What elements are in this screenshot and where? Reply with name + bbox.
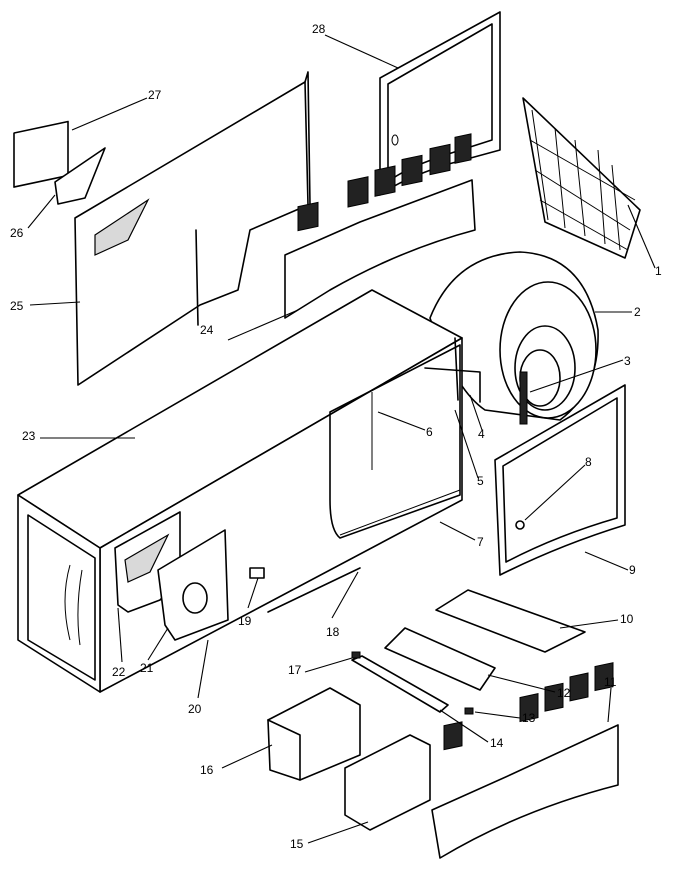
part-18-rail (267, 567, 361, 613)
label-5: 5 (477, 474, 484, 488)
label-15: 15 (290, 837, 304, 851)
part-1-filter-grid (522, 97, 641, 259)
label-21: 21 (140, 661, 154, 675)
label-9: 9 (629, 563, 636, 577)
part-10-tray (435, 589, 586, 653)
label-24: 24 (200, 323, 214, 337)
label-11: 11 (604, 675, 617, 689)
part-21-control-box (157, 529, 229, 641)
part-9-door (494, 384, 626, 576)
label-13: 13 (522, 711, 536, 725)
part-17-clip (351, 651, 361, 659)
label-18: 18 (326, 625, 340, 639)
label-26: 26 (10, 226, 24, 240)
label-22: 22 (112, 665, 126, 679)
part-15-box (344, 734, 431, 831)
part-8-knob (515, 520, 525, 530)
label-6: 6 (426, 425, 433, 439)
label-7: 7 (477, 535, 484, 549)
part-25-side-panel (74, 71, 311, 386)
label-10: 10 (620, 612, 634, 626)
label-1: 1 (655, 264, 662, 278)
leader-lines (27, 34, 656, 844)
label-8: 8 (585, 455, 592, 469)
part-11-grille-panel (431, 662, 619, 859)
part-27-strip (13, 120, 69, 188)
part-4-5-supports (424, 337, 481, 403)
label-14: 14 (490, 736, 504, 750)
label-19: 19 (238, 614, 252, 628)
label-28: 28 (312, 22, 326, 36)
part-26-window (54, 147, 106, 205)
part-12-channel (384, 627, 496, 691)
label-25: 25 (10, 299, 24, 313)
part-labels: 28 27 26 25 24 23 1 2 3 4 5 6 7 8 9 10 1… (10, 22, 662, 851)
label-4: 4 (478, 427, 485, 441)
label-3: 3 (624, 354, 631, 368)
part-16-enclosure (267, 687, 361, 781)
label-27: 27 (148, 88, 162, 102)
part-3-bracket (519, 371, 528, 425)
label-2: 2 (634, 305, 641, 319)
label-12: 12 (557, 686, 571, 700)
label-17: 17 (288, 663, 302, 677)
label-23: 23 (22, 429, 36, 443)
part-24-grille-panel (284, 133, 476, 319)
part-13-clip (464, 707, 474, 715)
part-19-switch (249, 567, 265, 579)
label-16: 16 (200, 763, 214, 777)
label-20: 20 (188, 702, 202, 716)
